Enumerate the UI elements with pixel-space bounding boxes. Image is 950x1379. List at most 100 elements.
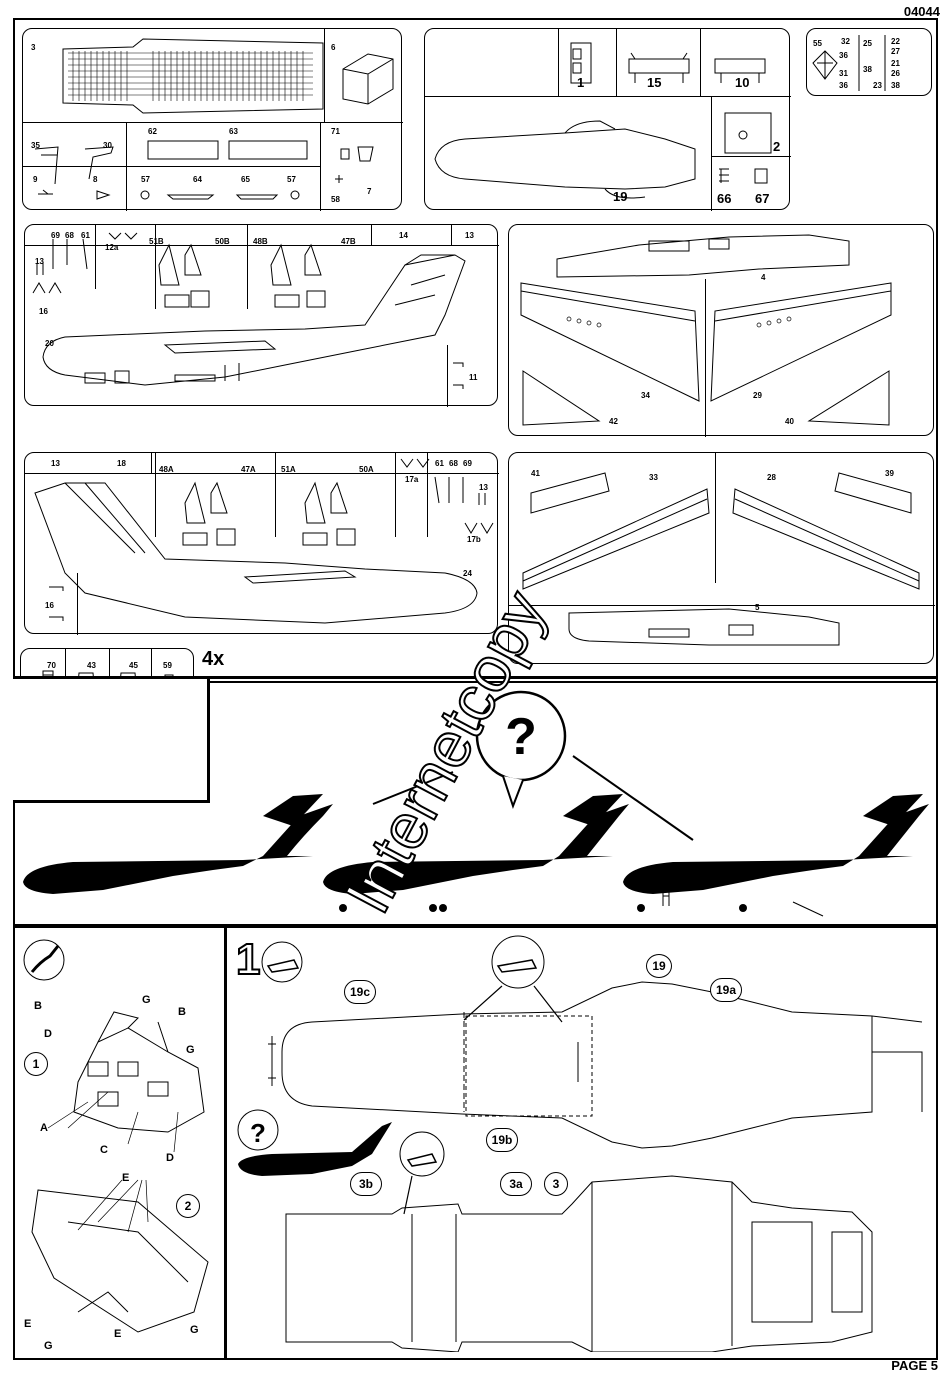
assembly-circle: 2 <box>176 1194 200 1218</box>
part-label: 7 <box>367 187 372 196</box>
part-label: 27 <box>891 47 900 56</box>
part-label: 69 <box>51 231 60 240</box>
color-tag: E <box>122 1172 130 1184</box>
callout-19c: 19c <box>344 980 376 1004</box>
color-tag: G <box>186 1044 195 1056</box>
aircraft-variants: ? <box>23 690 929 917</box>
sprue-panel-2: 1 15 10 2 19 66 67 <box>424 28 791 211</box>
part-label: 13 <box>51 459 60 468</box>
page-number: PAGE 5 <box>891 1358 938 1373</box>
part-label: 57 <box>287 175 296 184</box>
part-label: 5 <box>755 603 760 612</box>
part-label: 21 <box>891 59 900 68</box>
color-tag: G <box>142 994 151 1006</box>
part-label: 16 <box>45 601 54 610</box>
part-label: 12a <box>105 243 119 252</box>
sprue-panel-4: 4 34 29 42 40 <box>508 224 934 437</box>
part-label: 65 <box>241 175 250 184</box>
part-label: 40 <box>785 417 794 426</box>
part-label: 6 <box>331 43 336 52</box>
sprue-2-drawing <box>434 42 772 199</box>
color-tag: A <box>40 1122 48 1134</box>
part-label: 3 <box>31 43 36 52</box>
part-label: 43 <box>87 661 96 670</box>
assembly-circle: 1 <box>24 1052 48 1076</box>
part-label: 24 <box>463 569 472 578</box>
part-label: 33 <box>649 473 658 482</box>
part-label: 41 <box>531 469 540 478</box>
color-tag: C <box>100 1144 108 1156</box>
step-1-drawing: ? <box>237 935 923 1352</box>
part-label: 71 <box>331 127 340 136</box>
aircraft-silhouette-3 <box>623 794 929 917</box>
part-label: 61 <box>81 231 90 240</box>
callout-19: 19 <box>646 954 672 978</box>
part-label: 51B <box>149 237 164 246</box>
quantity-multiplier: 4x <box>202 648 225 670</box>
color-tag: E <box>24 1318 32 1330</box>
part-label: 34 <box>641 391 650 400</box>
sprue-frame <box>13 18 938 683</box>
sprue-5-drawing <box>34 458 494 624</box>
part-label: 13 <box>479 483 488 492</box>
part-label: 13 <box>465 231 474 240</box>
part-label: 35 <box>31 141 40 150</box>
instructions-frame <box>13 926 938 1360</box>
paint-step-drawing <box>23 939 209 1333</box>
part-label: 64 <box>193 175 202 184</box>
part-label: 15 <box>647 75 662 90</box>
paint-brush-icon <box>23 939 65 981</box>
part-label: 19 <box>613 189 628 204</box>
sprue-panel-6: 41 33 28 39 5 <box>508 452 935 664</box>
part-label: 50A <box>359 465 374 474</box>
part-label: 23 <box>873 81 882 90</box>
part-label: 57 <box>141 175 150 184</box>
part-label: 36 <box>839 51 848 60</box>
callout-19a: 19a <box>710 978 742 1002</box>
callout-3: 3 <box>544 1172 568 1196</box>
aircraft-silhouette-1 <box>23 794 333 894</box>
part-label: 70 <box>47 661 56 670</box>
part-label: 11 <box>469 373 478 382</box>
aircraft-silhouette-2 <box>323 794 629 912</box>
part-label: 13 <box>35 257 44 266</box>
part-label: 66 <box>717 191 732 206</box>
part-label: 62 <box>148 127 157 136</box>
sprue-3-drawing <box>32 232 466 389</box>
part-label: 26 <box>891 69 900 78</box>
callout-19b: 19b <box>486 1128 518 1152</box>
part-label: 9 <box>33 175 38 184</box>
callout-3b: 3b <box>350 1172 382 1196</box>
part-label: 45 <box>129 661 138 670</box>
sprue-6-drawing <box>522 472 920 646</box>
color-tag: G <box>190 1324 199 1336</box>
part-label: 14 <box>399 231 408 240</box>
part-label: 17a <box>405 475 419 484</box>
part-label: 22 <box>891 37 900 46</box>
part-label: 32 <box>841 37 850 46</box>
color-tag: B <box>178 1006 186 1018</box>
part-label: 30 <box>103 141 112 150</box>
callout-3a: 3a <box>500 1172 532 1196</box>
part-label: 51A <box>281 465 296 474</box>
part-label: 47B <box>341 237 356 246</box>
part-label: 68 <box>449 459 458 468</box>
color-tag: G <box>44 1340 53 1352</box>
part-label: 31 <box>839 69 848 78</box>
part-label: 18 <box>117 459 126 468</box>
cement-tube-icon <box>491 935 545 989</box>
part-label: 36 <box>839 81 848 90</box>
part-label: 50B <box>215 237 230 246</box>
part-label: 38 <box>863 65 872 74</box>
part-label: 28 <box>767 473 776 482</box>
color-tag: E <box>114 1328 122 1340</box>
color-tag: B <box>34 1000 42 1012</box>
question-icon: ? <box>250 1118 266 1148</box>
part-label: 67 <box>755 191 770 206</box>
part-label: 29 <box>753 391 762 400</box>
cement-tube-icon <box>261 941 303 983</box>
sprue-panel-1: 3 6 35 30 62 63 71 7 58 9 8 57 64 65 57 <box>22 28 403 211</box>
part-label: 47A <box>241 465 256 474</box>
step-number: 1 <box>235 935 262 984</box>
sprue-1-drawing <box>34 38 394 200</box>
